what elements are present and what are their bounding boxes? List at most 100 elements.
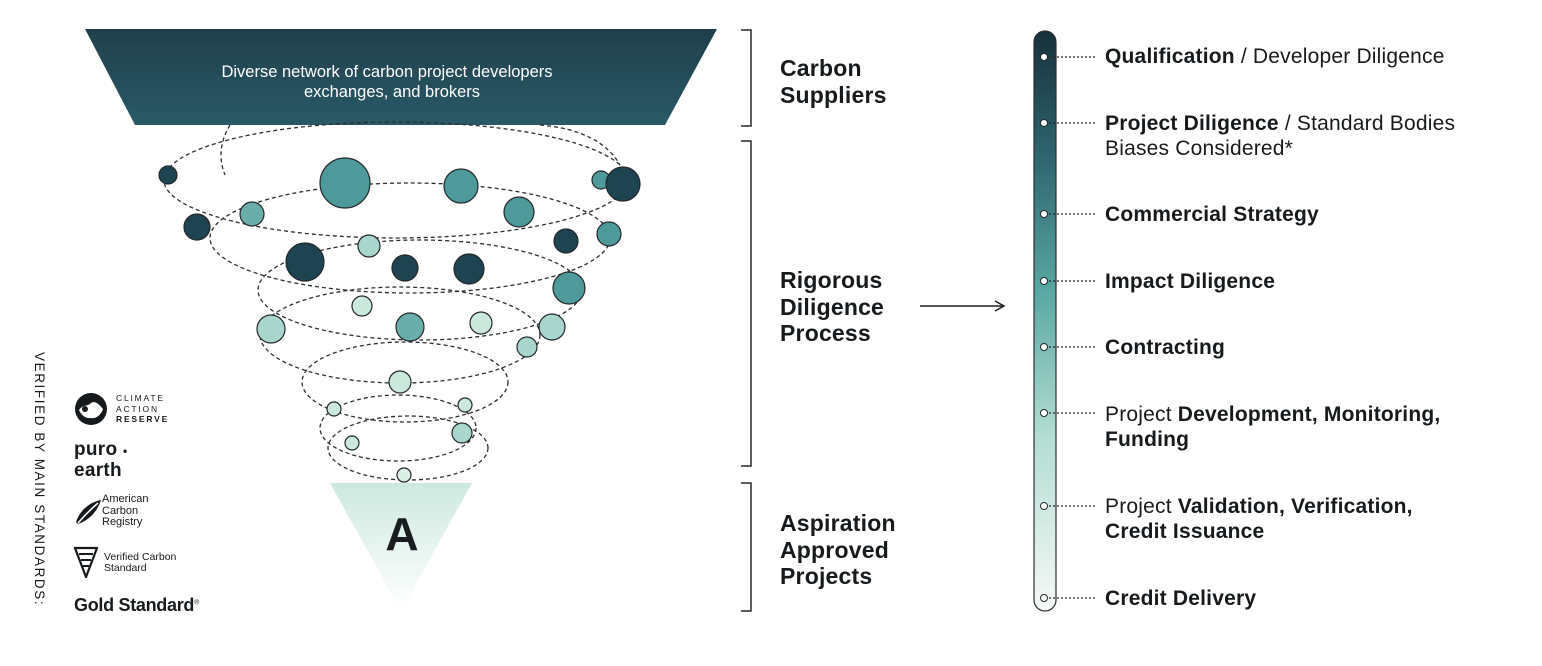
- section-line: Diligence: [780, 293, 885, 320]
- step-project-diligence: Project Diligence / Standard Bodies Bias…: [1105, 111, 1455, 161]
- section-label-diligence: Rigorous Diligence Process: [780, 267, 884, 347]
- process-progress-bar: [1033, 30, 1057, 612]
- step-prefix: Project: [1105, 403, 1178, 426]
- project-node: [443, 168, 479, 204]
- step-contracting: Contracting: [1105, 335, 1225, 360]
- logo-line: Standard: [104, 562, 147, 574]
- leaf-icon: [76, 500, 101, 524]
- step-title: Commercial Strategy: [1105, 203, 1319, 226]
- puro-earth-logo: puro • earth: [74, 440, 128, 480]
- step-prefix: Project: [1105, 495, 1178, 518]
- step-markers: [1040, 53, 1096, 602]
- gold-standard-logo: Gold Standard®: [74, 595, 199, 616]
- section-line: Rigorous: [780, 267, 883, 293]
- step-impact-diligence: Impact Diligence: [1105, 269, 1275, 294]
- project-node: [503, 196, 535, 228]
- step-title: Impact Diligence: [1105, 270, 1276, 293]
- project-node: [388, 370, 412, 394]
- section-line: Approved: [780, 536, 889, 563]
- section-line: Carbon: [780, 55, 862, 81]
- project-node: [553, 228, 579, 254]
- logo-dot: •: [123, 444, 128, 458]
- orbit-connector: [220, 124, 231, 176]
- checkmark-icon: [74, 546, 98, 578]
- project-node: [457, 397, 473, 413]
- logo-line: earth: [74, 460, 122, 481]
- orbit-rings: [163, 121, 629, 481]
- project-node: [469, 311, 493, 335]
- project-node: [552, 271, 586, 305]
- section-line: Projects: [780, 563, 873, 589]
- globe-icon: [75, 393, 107, 425]
- step-qualification: Qualification / Developer Diligence: [1105, 44, 1445, 69]
- project-node: [357, 234, 381, 258]
- bracket-suppliers: [741, 29, 752, 127]
- logo-line: ACTION: [116, 403, 159, 414]
- logo-line: American: [102, 493, 149, 505]
- project-node: [239, 201, 265, 227]
- logo-line: RESERVE: [116, 414, 170, 424]
- project-nodes: [158, 157, 641, 483]
- step-title: Validation, Verification,: [1177, 495, 1413, 518]
- project-node: [538, 313, 566, 341]
- orbit-connector: [539, 124, 621, 166]
- project-node: [326, 401, 342, 417]
- step-title: Project Diligence: [1105, 112, 1279, 135]
- logo-line: puro: [74, 439, 118, 460]
- step-marker: [1040, 119, 1096, 127]
- project-node: [396, 467, 412, 483]
- approved-projects-triangle: [330, 483, 472, 611]
- project-node: [183, 213, 211, 241]
- step-title-2: Funding: [1105, 428, 1190, 451]
- logo-line: Carbon: [102, 504, 139, 517]
- project-node: [256, 314, 286, 344]
- aspiration-logo-mark: A: [385, 508, 418, 560]
- project-node: [391, 254, 419, 282]
- supplier-network-band: [85, 29, 717, 125]
- arrow-icon: [920, 300, 1006, 312]
- step-validation: Project Validation, Verification, Credit…: [1105, 494, 1413, 544]
- project-node: [319, 157, 371, 209]
- logo-line: Gold Standard: [74, 595, 195, 615]
- bracket-approved: [741, 482, 752, 612]
- step-title-2: Credit Issuance: [1105, 520, 1265, 543]
- orbit-ring: [163, 121, 629, 239]
- step-detail: / Developer Diligence: [1234, 45, 1445, 68]
- logo-line: Registry: [102, 516, 143, 528]
- step-detail-2: Biases Considered*: [1105, 137, 1294, 160]
- step-credit-delivery: Credit Delivery: [1105, 586, 1256, 611]
- step-development: Project Development, Monitoring, Funding: [1105, 402, 1440, 452]
- section-line: Aspiration: [780, 510, 896, 536]
- orbit-ring: [301, 341, 509, 423]
- step-title: Credit Delivery: [1105, 587, 1257, 610]
- project-node: [605, 166, 641, 202]
- section-label-suppliers: Carbon Suppliers: [780, 55, 887, 108]
- step-marker: [1040, 409, 1096, 417]
- bracket-diligence: [741, 140, 752, 467]
- logo-line: CLIMATE: [116, 393, 165, 403]
- registered-mark: ®: [194, 599, 200, 607]
- project-node: [516, 336, 538, 358]
- step-detail: / Standard Bodies: [1278, 112, 1456, 135]
- project-node: [453, 253, 485, 285]
- step-commercial-strategy: Commercial Strategy: [1105, 202, 1319, 227]
- project-node: [351, 295, 373, 317]
- funnel-top-text-1: Diverse network of carbon project develo…: [221, 63, 552, 81]
- climate-action-reserve-logo: CLIMATE ACTION RESERVE: [74, 392, 184, 426]
- orbit-ring: [319, 394, 477, 462]
- project-node: [158, 165, 178, 185]
- funnel-top-text-2: exchanges, and brokers: [304, 83, 480, 101]
- step-marker: [1040, 277, 1096, 285]
- section-line: Suppliers: [780, 81, 887, 108]
- step-marker: [1040, 502, 1096, 510]
- step-title: Contracting: [1105, 336, 1226, 359]
- step-marker: [1040, 343, 1096, 351]
- logo-line: Verified Carbon: [104, 551, 177, 563]
- step-marker: [1040, 53, 1096, 61]
- step-marker: [1040, 594, 1096, 602]
- section-line: Process: [780, 320, 871, 346]
- step-title: Development, Monitoring,: [1177, 403, 1441, 426]
- section-brackets: [741, 29, 752, 612]
- step-title: Qualification: [1105, 45, 1235, 68]
